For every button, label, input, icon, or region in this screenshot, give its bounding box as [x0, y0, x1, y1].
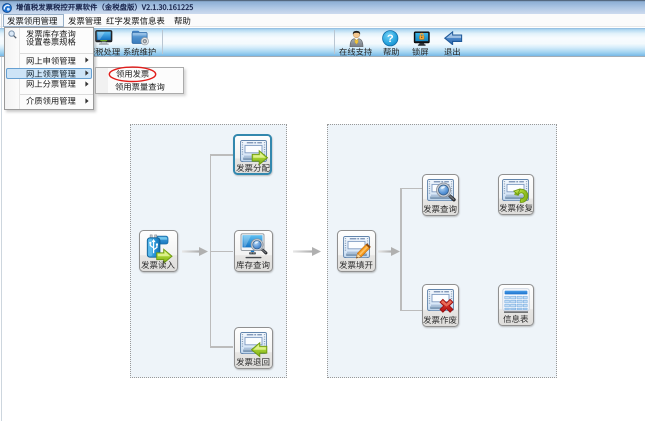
svg-text:?: ? — [387, 33, 394, 45]
